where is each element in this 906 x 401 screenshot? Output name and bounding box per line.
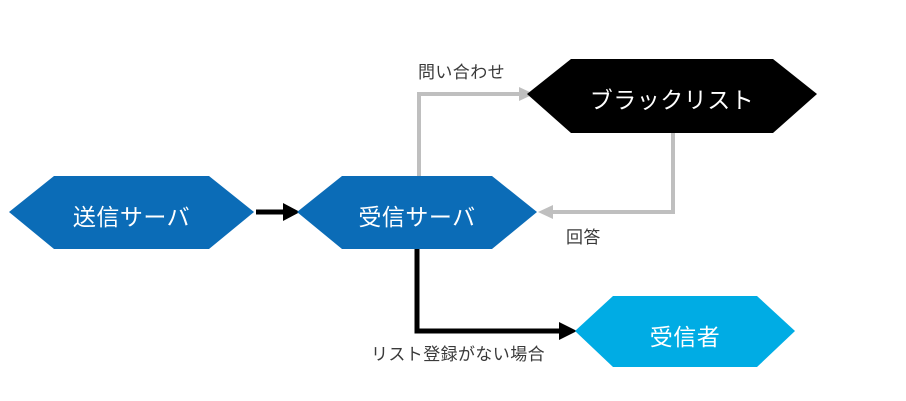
edge-line-blacklist-to-receiving (551, 130, 675, 214)
edge-receiving-to-blacklist (417, 87, 534, 180)
edge-send-to-receiving (256, 203, 300, 221)
edge-blacklist-to-receiving (538, 130, 675, 219)
node-receiving-server[interactable] (297, 176, 537, 249)
node-sender-server[interactable] (9, 176, 254, 249)
arrowhead-receiving-to-blacklist (519, 87, 534, 101)
edge-line-receiving-to-blacklist (417, 92, 521, 180)
edge-receiving-to-recipient (414, 245, 577, 340)
node-blacklist[interactable] (527, 59, 817, 133)
edge-line-receiving-to-recipient (414, 245, 561, 334)
node-recipient[interactable] (575, 296, 795, 367)
arrowhead-blacklist-to-receiving (538, 205, 553, 219)
arrowhead-receiving-to-recipient (559, 322, 577, 340)
arrowhead-send-to-receiving (283, 203, 300, 221)
